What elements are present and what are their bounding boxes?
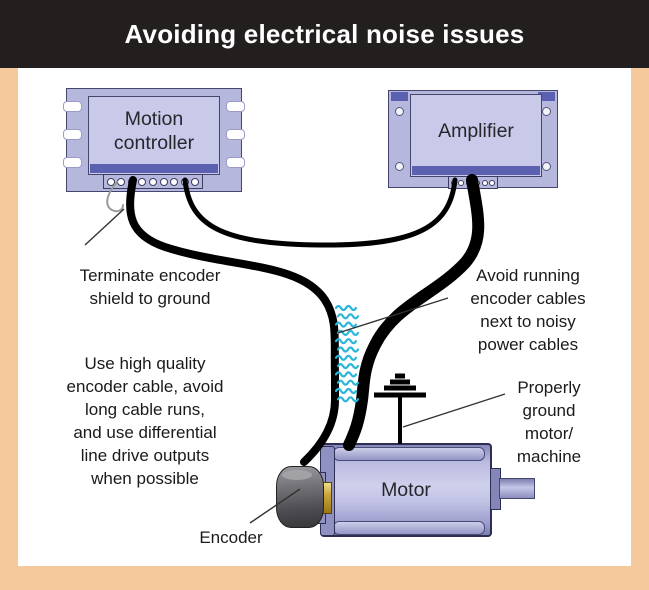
ground-icon bbox=[374, 373, 426, 444]
amplifier-label: Amplifier bbox=[438, 119, 514, 142]
noise-wave bbox=[336, 363, 360, 370]
amplifier-corner-tab bbox=[538, 92, 555, 101]
motion-controller-terminals bbox=[103, 174, 203, 189]
screw-icon bbox=[395, 107, 404, 116]
pointer-avoid-noisy bbox=[337, 297, 449, 334]
amplifier-face: Amplifier bbox=[410, 94, 542, 177]
noise-wave bbox=[336, 379, 360, 386]
mounting-slot bbox=[226, 101, 245, 112]
mounting-slot bbox=[63, 101, 82, 112]
motor-bottom-ridge bbox=[333, 521, 485, 535]
noise-wave bbox=[336, 346, 360, 353]
terminal-dot bbox=[473, 179, 480, 186]
note-cable-quality: Use high quality encoder cable, avoid lo… bbox=[66, 354, 224, 488]
amplifier-accent-strip bbox=[412, 166, 540, 175]
noise-wave bbox=[334, 371, 358, 378]
noise-wave bbox=[336, 329, 360, 336]
screw-icon bbox=[542, 162, 551, 171]
terminal-dot bbox=[458, 179, 465, 186]
noise-wave bbox=[334, 304, 358, 312]
mounting-slot bbox=[63, 157, 82, 168]
noise-wave bbox=[334, 321, 358, 328]
motor-top-ridge bbox=[333, 447, 485, 461]
mounting-slot bbox=[226, 129, 245, 140]
title-bar: Avoiding electrical noise issues bbox=[0, 0, 649, 68]
terminal-dot bbox=[450, 179, 457, 186]
screw-icon bbox=[395, 162, 404, 171]
terminal-dot bbox=[191, 177, 200, 186]
mounting-slot bbox=[63, 129, 82, 140]
terminal-dot bbox=[138, 177, 147, 186]
terminal-dot bbox=[180, 177, 189, 186]
encoder-highlight bbox=[282, 470, 312, 480]
noise-wave bbox=[334, 338, 358, 345]
diagram-panel: Motion controller Amplifier Motor bbox=[18, 68, 631, 566]
terminal-dot bbox=[170, 177, 179, 186]
note-avoid-noisy: Avoid running encoder cables next to noi… bbox=[470, 266, 586, 354]
amplifier-corner-tab bbox=[391, 92, 408, 101]
note-ground-motor: Properly ground motor/ machine bbox=[516, 378, 582, 466]
page-title: Avoiding electrical noise issues bbox=[124, 18, 525, 49]
noise-waves-icon bbox=[334, 304, 360, 403]
terminal-dot bbox=[127, 177, 136, 186]
noise-wave bbox=[334, 387, 358, 395]
noise-wave bbox=[336, 313, 360, 320]
terminal-dot bbox=[148, 177, 157, 186]
terminal-dot bbox=[106, 177, 115, 186]
noise-wave bbox=[336, 396, 360, 403]
terminal-dot bbox=[489, 179, 496, 186]
terminal-dot bbox=[117, 177, 126, 186]
encoder-label: Encoder bbox=[199, 528, 263, 547]
screw-icon bbox=[542, 107, 551, 116]
motor-label: Motor bbox=[381, 479, 431, 501]
motion-controller-face: Motion controller bbox=[88, 96, 220, 175]
note-terminate-shield: Terminate encoder shield to ground bbox=[79, 266, 221, 308]
terminal-dot bbox=[159, 177, 168, 186]
terminal-dot bbox=[481, 179, 488, 186]
mounting-slot bbox=[226, 157, 245, 168]
amplifier-terminals bbox=[448, 176, 498, 189]
motor-shaft bbox=[499, 478, 535, 499]
motion-controller-accent-strip bbox=[90, 164, 218, 173]
terminal-dot bbox=[466, 179, 473, 186]
noise-wave bbox=[334, 354, 358, 361]
pointer-terminate-shield bbox=[84, 208, 125, 246]
motion-controller-label: Motion controller bbox=[113, 107, 195, 154]
